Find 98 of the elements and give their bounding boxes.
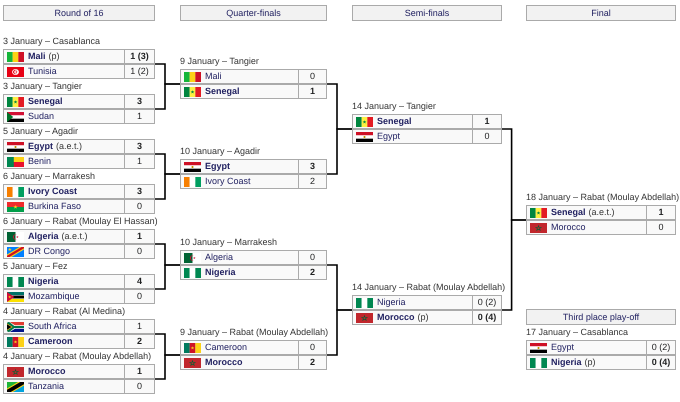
team-name: Algeria bbox=[205, 252, 234, 262]
team-row bbox=[3, 274, 155, 289]
team-name: Ivory Coast bbox=[205, 176, 251, 186]
team-name: Cameroon bbox=[28, 336, 73, 346]
match-date: 9 January – Rabat (Moulay Abdellah) bbox=[180, 326, 328, 338]
result-note: (p) bbox=[584, 357, 596, 367]
team-row bbox=[3, 49, 155, 64]
match-date: 9 January – Tangier bbox=[180, 55, 259, 67]
team-name: Nigeria bbox=[551, 357, 582, 367]
team-name: Nigeria bbox=[28, 276, 59, 286]
team-row bbox=[180, 265, 327, 280]
team-name: Nigeria bbox=[205, 267, 236, 277]
team-row bbox=[3, 184, 155, 199]
team-row bbox=[180, 355, 327, 370]
bracket-line bbox=[155, 83, 180, 110]
team-name: Egypt bbox=[28, 141, 54, 151]
team-row bbox=[352, 310, 502, 325]
result-note: (p) bbox=[48, 51, 60, 61]
team-row bbox=[3, 289, 155, 304]
match-date: 5 January – Agadir bbox=[3, 125, 78, 137]
round-header: Round of 16 bbox=[3, 5, 155, 21]
bracket-line bbox=[155, 264, 180, 290]
team-name: Senegal bbox=[28, 96, 63, 106]
team-name: Burkina Faso bbox=[28, 201, 82, 211]
team-name: Morocco bbox=[551, 222, 586, 232]
match-date: 17 January – Casablanca bbox=[526, 326, 628, 338]
team-name: DR Congo bbox=[28, 246, 70, 256]
match-date: 5 January – Fez bbox=[3, 260, 68, 272]
team-row bbox=[180, 174, 327, 189]
team-name: Egypt bbox=[377, 131, 400, 141]
match-date: 6 January – Marrakesh bbox=[3, 170, 96, 182]
team-row bbox=[3, 94, 155, 109]
bracket-line bbox=[327, 309, 352, 356]
team-row bbox=[526, 340, 676, 355]
team-name: Mali bbox=[205, 71, 222, 81]
match-date: 14 January – Rabat (Moulay Abdellah) bbox=[352, 281, 506, 293]
team-row bbox=[352, 295, 502, 310]
bracket-line bbox=[327, 128, 352, 175]
bracket-line bbox=[155, 354, 180, 380]
match-date: 4 January – Rabat (Al Medina) bbox=[3, 305, 126, 317]
team-row bbox=[3, 244, 155, 259]
match-date: 3 January – Casablanca bbox=[3, 35, 100, 47]
result-note: (a.e.t.) bbox=[62, 231, 88, 241]
team-name: Morocco bbox=[377, 312, 415, 322]
team-row bbox=[526, 205, 676, 220]
match-date: 10 January – Marrakesh bbox=[180, 236, 278, 248]
bracket-line bbox=[155, 173, 180, 200]
result-note: (a.e.t.) bbox=[588, 207, 615, 217]
team-name: Tanzania bbox=[28, 381, 64, 391]
team-row bbox=[526, 355, 676, 370]
team-name: Ivory Coast bbox=[28, 186, 78, 196]
team-row bbox=[3, 334, 155, 349]
team-name: Tunisia bbox=[28, 66, 57, 76]
team-name: Egypt bbox=[551, 342, 574, 352]
match-date: 18 January – Rabat (Moulay Abdellah) bbox=[526, 191, 680, 203]
match-date: 10 January – Agadir bbox=[180, 145, 260, 157]
team-row bbox=[3, 319, 155, 334]
team-name: Mozambique bbox=[28, 291, 80, 301]
team-name: Senegal bbox=[377, 116, 412, 126]
result-note: (a.e.t.) bbox=[56, 141, 82, 151]
team-row bbox=[3, 64, 155, 79]
result-note: (p) bbox=[418, 312, 429, 322]
round-header: Semi-finals bbox=[352, 5, 502, 21]
team-name: Egypt bbox=[205, 161, 230, 171]
team-row bbox=[3, 109, 155, 124]
team-name: Senegal bbox=[205, 86, 240, 96]
team-row bbox=[526, 220, 676, 235]
team-row bbox=[352, 129, 502, 144]
match-date: 6 January – Rabat (Moulay El Hassan) bbox=[3, 215, 158, 227]
team-name: South Africa bbox=[28, 321, 77, 331]
team-row bbox=[3, 199, 155, 214]
team-row bbox=[3, 379, 155, 394]
team-name: Algeria bbox=[28, 231, 59, 241]
round-header: Final bbox=[526, 5, 676, 21]
team-row bbox=[3, 139, 155, 154]
team-name: Nigeria bbox=[377, 297, 406, 307]
team-name: Morocco bbox=[28, 366, 66, 376]
team-row bbox=[180, 69, 327, 84]
team-name: Benin bbox=[28, 156, 52, 166]
team-name: Cameroon bbox=[205, 342, 248, 352]
team-row bbox=[3, 364, 155, 379]
team-name: Mali bbox=[28, 51, 46, 61]
team-row bbox=[180, 250, 327, 265]
team-name: Senegal bbox=[551, 207, 586, 217]
team-row bbox=[3, 229, 155, 244]
round-header: Quarter-finals bbox=[180, 5, 327, 21]
team-name: Morocco bbox=[205, 357, 243, 367]
round-header: Third place play-off bbox=[526, 309, 676, 325]
team-row bbox=[180, 340, 327, 355]
team-row bbox=[180, 159, 327, 174]
team-row bbox=[352, 114, 502, 129]
match-date: 14 January – Tangier bbox=[352, 100, 436, 112]
team-name: Sudan bbox=[28, 111, 54, 121]
team-row bbox=[180, 84, 327, 99]
match-date: 3 January – Tangier bbox=[3, 80, 82, 92]
match-date: 4 January – Rabat (Moulay Abdellah) bbox=[3, 350, 152, 362]
team-row bbox=[3, 154, 155, 169]
bracket-line bbox=[502, 219, 526, 311]
